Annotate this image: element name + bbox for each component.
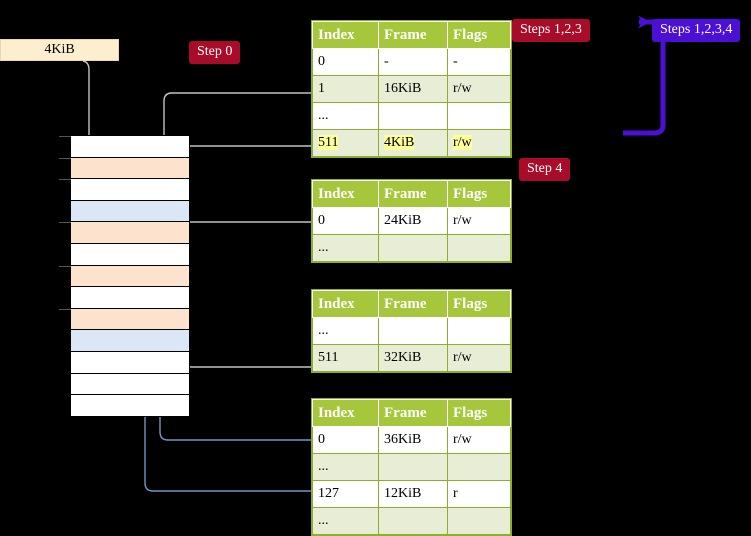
table-row: ... xyxy=(312,234,511,262)
table-row: ... xyxy=(312,507,511,535)
table-cell xyxy=(447,317,511,345)
table-cell: 4KiB xyxy=(378,129,448,157)
column-header-flags: Flags xyxy=(447,290,511,318)
table-cell xyxy=(378,102,448,130)
memory-frame-row xyxy=(71,136,189,158)
table-cell: 32KiB xyxy=(378,344,448,372)
table-cell: 511 xyxy=(312,129,379,157)
table-cell: - xyxy=(447,48,511,76)
memory-frame-row xyxy=(71,179,189,201)
table-cell: ... xyxy=(312,453,379,481)
wire-t3-32kib xyxy=(182,316,311,368)
table-cell: 511 xyxy=(312,344,379,372)
table-cell: 0 xyxy=(312,207,379,235)
highlighted-value: r/w xyxy=(453,135,472,150)
table-cell xyxy=(447,102,511,130)
column-header-index: Index xyxy=(312,21,379,49)
table-row: ... xyxy=(312,102,511,130)
highlighted-value: 511 xyxy=(318,135,339,150)
column-header-frame: Frame xyxy=(378,21,448,49)
memory-frame-row xyxy=(71,200,189,223)
table-cell: ... xyxy=(312,317,379,345)
table-row: ... xyxy=(312,453,511,481)
column-header-flags: Flags xyxy=(447,399,511,427)
table-row: 0-- xyxy=(312,48,511,76)
table-cell xyxy=(447,234,511,262)
table-cell: ... xyxy=(312,234,379,262)
memory-frame-row xyxy=(71,330,189,352)
table-cell xyxy=(378,234,448,262)
table-cell: r/w xyxy=(447,75,511,103)
column-header-frame: Frame xyxy=(378,290,448,318)
page-size-label: 4KiB xyxy=(44,42,75,57)
table-cell: r/w xyxy=(447,426,511,454)
table-row: ... xyxy=(312,317,511,345)
table-cell: ... xyxy=(312,102,379,130)
page-size-box: 4KiB xyxy=(0,39,119,61)
column-header-flags: Flags xyxy=(447,21,511,49)
table-cell xyxy=(447,507,511,535)
table-cell: r/w xyxy=(447,344,511,372)
wire-t2-24kib xyxy=(181,221,311,269)
memory-frame-row xyxy=(71,395,189,417)
badge-steps-123: Steps 1,2,3 xyxy=(512,19,590,42)
table-cell: 36KiB xyxy=(378,426,448,454)
frame-tick xyxy=(59,222,71,224)
table-cell: 0 xyxy=(312,426,379,454)
table-cell xyxy=(378,317,448,345)
table-cell: - xyxy=(378,48,448,76)
table-cell xyxy=(447,453,511,481)
table-cell xyxy=(378,507,448,535)
column-header-index: Index xyxy=(312,180,379,208)
table-cell: 12KiB xyxy=(378,480,448,508)
memory-frame-row xyxy=(71,373,189,396)
column-header-frame: Frame xyxy=(378,180,448,208)
badge-step-0: Step 0 xyxy=(189,41,241,64)
table-row: 511 4KiB r/w xyxy=(312,129,511,157)
column-header-frame: Frame xyxy=(378,399,448,427)
table-cell: 16KiB xyxy=(378,75,448,103)
table-cell: r/w xyxy=(447,207,511,235)
physical-memory-column xyxy=(59,135,190,417)
table-cell: 127 xyxy=(312,480,379,508)
table-cell: 24KiB xyxy=(378,207,448,235)
memory-frame-row xyxy=(71,308,189,331)
memory-frame-row xyxy=(71,157,189,180)
table-cell: 0 xyxy=(312,48,379,76)
frame-tick xyxy=(59,157,71,159)
memory-frame-row xyxy=(71,222,189,244)
table-cell xyxy=(378,453,448,481)
wire-t1-4kib xyxy=(176,145,311,226)
memory-frame-row xyxy=(71,265,189,288)
memory-frame-row xyxy=(71,287,189,309)
column-header-flags: Flags xyxy=(447,180,511,208)
table-cell: r xyxy=(447,480,511,508)
frame-tick xyxy=(59,179,71,181)
table-cell: 1 xyxy=(312,75,379,103)
table-cell: r/w xyxy=(447,129,511,157)
badge-steps-1234: Steps 1,2,3,4 xyxy=(652,19,741,42)
badge-step-4: Step 4 xyxy=(519,158,571,181)
highlighted-value: 4KiB xyxy=(384,135,415,150)
frame-tick xyxy=(59,265,71,267)
frame-tick xyxy=(59,308,71,310)
frame-tick xyxy=(59,136,71,137)
column-header-index: Index xyxy=(312,290,379,318)
table-cell: ... xyxy=(312,507,379,535)
memory-frame-row xyxy=(71,351,189,374)
column-header-index: Index xyxy=(312,399,379,427)
memory-frame-row xyxy=(71,243,189,266)
